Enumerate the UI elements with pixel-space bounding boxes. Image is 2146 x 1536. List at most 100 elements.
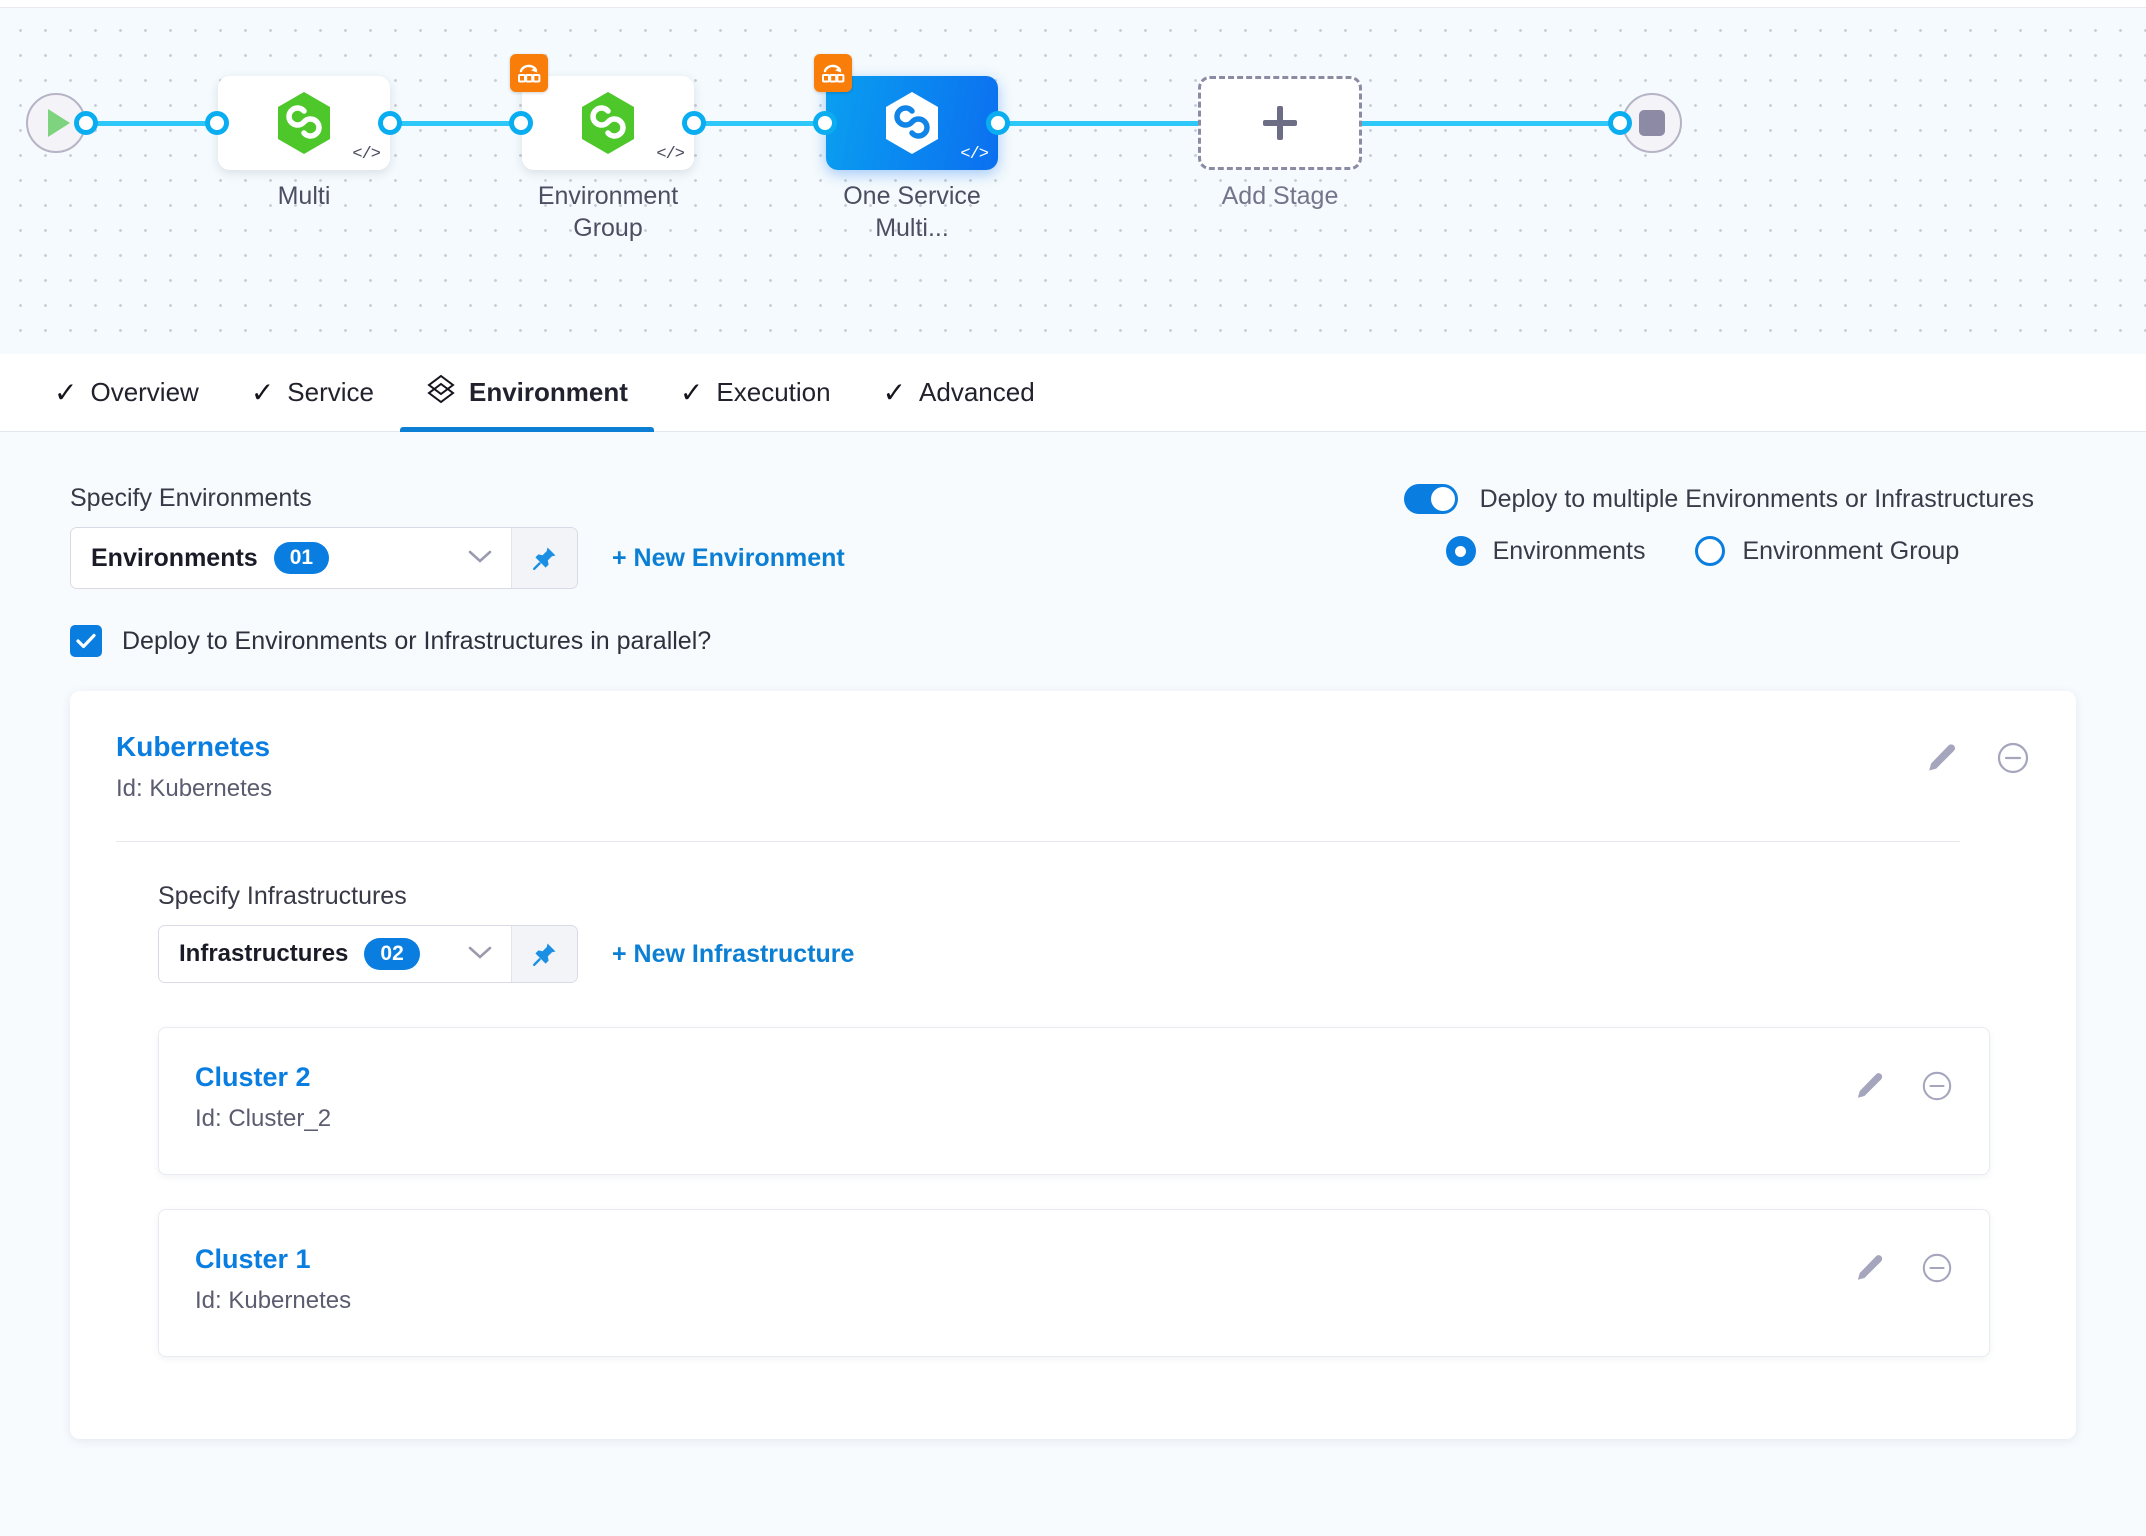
radio-environments[interactable]: Environments — [1445, 536, 1646, 566]
play-icon — [47, 109, 70, 137]
infrastructure-id: Id: Kubernetes — [195, 1287, 352, 1314]
chevron-down-icon — [467, 545, 493, 571]
plus-icon — [1263, 106, 1297, 140]
tab-environment-label: Environment — [469, 377, 628, 407]
multi-deploy-toggle-row[interactable]: Deploy to multiple Environments or Infra… — [1403, 484, 2034, 514]
parallel-deploy-checkbox[interactable] — [70, 625, 102, 657]
pencil-icon — [1857, 1255, 1883, 1280]
tab-execution-label: Execution — [716, 377, 831, 407]
toggle-knob — [1430, 487, 1455, 511]
infrastructure-edit-button[interactable] — [1853, 1252, 1885, 1284]
pipeline-end-node[interactable] — [1622, 93, 1682, 153]
port-stage3-in[interactable] — [813, 111, 837, 135]
harness-hex-icon — [886, 92, 938, 154]
wire-addstage-to-end — [1358, 121, 1634, 126]
pipeline-stage-1[interactable]: </> — [218, 76, 390, 170]
rollback-stage-icon — [510, 54, 548, 92]
environment-edit-button[interactable] — [1924, 741, 1958, 775]
infrastructure-edit-button[interactable] — [1853, 1070, 1885, 1102]
wire-stage2-to-stage3 — [700, 121, 820, 126]
environment-name[interactable]: Kubernetes — [116, 731, 271, 762]
infrastructures-select-main[interactable]: Infrastructures 02 — [159, 926, 511, 982]
infrastructure-remove-button[interactable] — [1921, 1252, 1953, 1284]
pipeline-stage-3-label: One Service Multi... — [843, 182, 981, 242]
infrastructures-select[interactable]: Infrastructures 02 — [158, 925, 578, 983]
stage-code-badge[interactable]: </> — [656, 145, 685, 164]
new-infrastructure-button[interactable]: + New Infrastructure — [612, 939, 855, 968]
tab-environment[interactable]: Environment — [400, 354, 654, 433]
stage-code-badge[interactable]: </> — [352, 145, 381, 164]
port-stage1-out[interactable] — [378, 111, 402, 135]
pipeline-canvas[interactable]: </> </> — [0, 8, 2146, 354]
port-stage1-in[interactable] — [205, 111, 229, 135]
radio-environment-group-input[interactable] — [1695, 536, 1726, 566]
infrastructure-row-1[interactable]: Cluster 2 Id: Cluster_2 — [158, 1027, 1990, 1175]
radio-environment-group[interactable]: Environment Group — [1695, 536, 1959, 566]
infrastructures-pin-button[interactable] — [511, 926, 577, 982]
port-stage2-out[interactable] — [682, 111, 706, 135]
tab-overview-label: Overview — [90, 377, 199, 407]
harness-hex-icon — [278, 92, 330, 154]
pipeline-stage-1-label: Multi — [277, 182, 331, 210]
check-icon: ✓ — [250, 376, 275, 408]
pipeline-stage-3[interactable]: </> — [814, 54, 998, 170]
minus-circle-icon — [1922, 1253, 1952, 1283]
environments-select-value: Environments — [91, 543, 258, 572]
add-stage-button[interactable] — [1198, 76, 1362, 170]
port-stage3-out[interactable] — [986, 111, 1010, 135]
port-start-out[interactable] — [74, 111, 98, 135]
parallel-deploy-label: Deploy to Environments or Infrastructure… — [122, 626, 712, 655]
infrastructures-count-badge: 02 — [364, 937, 420, 971]
port-stage2-in[interactable] — [509, 111, 533, 135]
multi-deploy-radio-group: Environments Environment Group — [1445, 536, 1959, 566]
infrastructure-remove-button[interactable] — [1921, 1070, 1953, 1102]
minus-circle-icon — [1997, 742, 2029, 774]
pin-icon — [532, 943, 555, 966]
tab-service[interactable]: ✓ Service — [225, 354, 400, 432]
new-environment-button[interactable]: + New Environment — [612, 543, 845, 572]
pipeline-stage-2-label: Environment Group — [537, 182, 679, 242]
environment-card-actions — [1924, 741, 2030, 775]
pencil-icon — [1929, 744, 1956, 771]
tab-execution[interactable]: ✓ Execution — [654, 354, 857, 432]
environment-tab-panel: Specify Environments Environments 01 — [0, 432, 2146, 1536]
tab-advanced[interactable]: ✓ Advanced — [857, 354, 1061, 432]
harness-hex-icon — [582, 92, 634, 154]
layers-diamond-icon — [426, 373, 456, 412]
infrastructures-select-value: Infrastructures — [179, 940, 349, 967]
environments-pin-button[interactable] — [511, 528, 577, 588]
infrastructure-name[interactable]: Cluster 1 — [195, 1244, 311, 1274]
specify-environments-label: Specify Environments — [70, 484, 312, 512]
tab-overview[interactable]: ✓ Overview — [28, 354, 225, 432]
multi-deploy-toggle[interactable] — [1403, 484, 1458, 514]
port-end-in[interactable] — [1608, 111, 1632, 135]
environment-remove-button[interactable] — [1996, 741, 2030, 775]
pipeline-flow: </> </> — [0, 8, 2146, 248]
check-icon: ✓ — [679, 376, 704, 408]
stop-icon — [1639, 110, 1665, 136]
environment-card: Kubernetes Id: Kubernetes Specify — [70, 691, 2076, 1439]
radio-environments-label: Environments — [1492, 536, 1646, 565]
check-icon — [76, 633, 96, 649]
environments-count-badge: 01 — [273, 541, 330, 575]
infrastructure-row-actions — [1853, 1070, 1953, 1102]
add-stage-label: Add Stage — [1221, 182, 1339, 210]
environments-select[interactable]: Environments 01 — [70, 527, 578, 589]
environments-select-main[interactable]: Environments 01 — [71, 528, 511, 588]
multi-deploy-toggle-label: Deploy to multiple Environments or Infra… — [1479, 484, 2034, 513]
pin-icon — [532, 547, 555, 570]
tab-service-label: Service — [287, 377, 374, 407]
wire-stage1-to-stage2 — [396, 121, 516, 126]
infrastructure-row-2[interactable]: Cluster 1 Id: Kubernetes — [158, 1209, 1990, 1357]
chevron-down-icon — [467, 941, 493, 967]
radio-environments-input[interactable] — [1445, 536, 1476, 566]
environment-card-divider — [116, 841, 1960, 842]
stage-code-badge[interactable]: </> — [960, 145, 989, 164]
parallel-deploy-row[interactable]: Deploy to Environments or Infrastructure… — [0, 589, 2146, 657]
specify-infrastructures-group: Specify Infrastructures Infrastructures … — [116, 882, 2030, 983]
infrastructure-name[interactable]: Cluster 2 — [195, 1062, 311, 1092]
pipeline-stage-2[interactable]: </> — [510, 54, 694, 170]
infrastructure-list: Cluster 2 Id: Cluster_2 — [116, 1027, 2030, 1357]
window-top-strip — [0, 0, 2146, 8]
pencil-icon — [1857, 1073, 1883, 1098]
